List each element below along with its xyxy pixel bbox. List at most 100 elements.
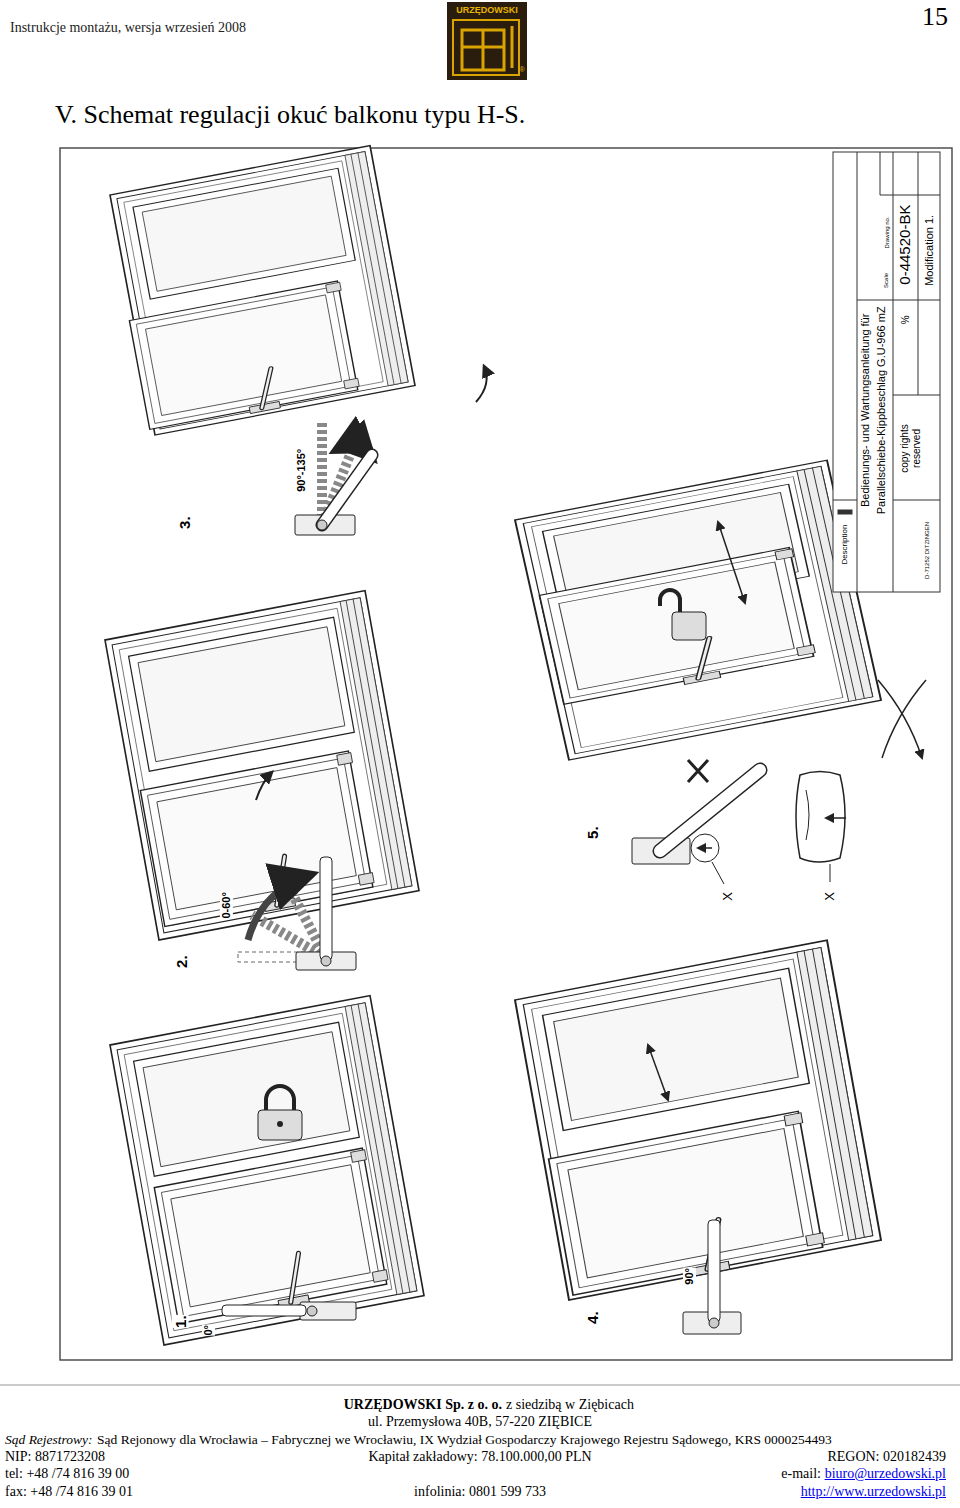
handle-symbol-part <box>317 520 327 530</box>
logo-mark: ® <box>519 66 524 74</box>
company-logo-part <box>462 30 504 70</box>
handle-symbol <box>222 1302 356 1320</box>
window-tilt-part <box>140 751 375 931</box>
handle-symbol <box>238 857 356 970</box>
footer-text: ul. Przemysłowa 40B, 57-220 ZIĘBICE <box>368 1414 592 1430</box>
handle-symbol-part <box>320 857 332 960</box>
window-slid-part <box>672 612 706 640</box>
title-block-part <box>857 152 858 592</box>
title-block-text: Bedienungs- und Wartungsanleitung für <box>860 313 873 506</box>
window-slide <box>515 940 881 1300</box>
window-tilt-open-part <box>129 281 360 433</box>
footer-text: fax: +48 /74 816 39 01 <box>5 1484 133 1500</box>
title-block-text: Parallelschiebe-Kippbeschlag G.U-966 mZ <box>875 306 888 514</box>
step-number: 4. <box>583 1312 600 1325</box>
footer-text: NIP: 8871723208 <box>5 1449 105 1465</box>
window-slid-part <box>882 680 926 758</box>
window-closed-part <box>277 1121 283 1127</box>
detail-callout: X <box>823 892 838 901</box>
window-closed-part <box>258 1110 302 1140</box>
company-logo-part <box>447 2 527 80</box>
title-block-text: D-71252 DITZINGEN <box>925 521 932 578</box>
company-logo <box>447 2 527 80</box>
handle-symbol-part <box>307 1306 317 1316</box>
window-tilt-part <box>256 772 272 800</box>
footer-text: e-mail: <box>781 1466 821 1482</box>
handle-symbol-part <box>300 1302 356 1320</box>
title-block-part <box>833 500 857 501</box>
title-block-text: Description <box>840 525 849 565</box>
title-block-part <box>893 500 940 501</box>
step-number: 2. <box>172 956 189 969</box>
window-slid-part <box>718 522 745 603</box>
footer-text: Kapitał zakładowy: 78.100.000,00 PLN <box>368 1449 591 1465</box>
company-name: URZĘDOWSKI Sp. z o. o. <box>344 1397 502 1413</box>
window-closed-part <box>266 1086 294 1110</box>
angle-label: 0° <box>202 1325 215 1336</box>
handle-symbol-part <box>248 875 310 940</box>
footer-text: Sąd Rejestrowy: <box>5 1432 93 1448</box>
handle-symbol-part <box>322 455 372 525</box>
handle-symbol <box>295 420 372 535</box>
drawing-number: 0-44520-BK <box>896 205 913 285</box>
handle-symbol <box>632 760 846 884</box>
window-slid-part <box>660 590 680 612</box>
window-slide-part <box>549 1111 826 1299</box>
window-slid-part <box>878 680 922 758</box>
angle-label: 0-60° <box>220 892 233 918</box>
footer-text: Sąd Rejonowy dla Wrocławia – Fabrycznej … <box>97 1432 832 1448</box>
step-number: 1. <box>171 1316 188 1329</box>
window-closed-part <box>110 996 424 1345</box>
title-block-part <box>893 300 940 301</box>
title-block-text: Scale <box>884 272 891 287</box>
handle-symbol-part <box>806 790 809 840</box>
footer-text: tel: +48 /74 816 39 00 <box>5 1466 129 1482</box>
detail-callout: X <box>721 892 736 901</box>
handle-symbol-part <box>322 455 372 525</box>
window-closed-part <box>154 1148 389 1328</box>
window-slid-part <box>515 460 881 760</box>
handle-symbol-part <box>712 862 724 884</box>
handle-symbol-part <box>826 817 846 819</box>
title-block-part <box>857 300 893 301</box>
title-block-part <box>880 195 940 196</box>
window-tilt <box>105 591 419 940</box>
title-block-part <box>893 152 894 592</box>
handle-symbol-part <box>708 1220 720 1322</box>
title-block-text: % <box>899 316 911 325</box>
title-block <box>833 152 940 592</box>
title-block-text: Modification 1. <box>923 215 936 286</box>
handle-symbol-part <box>698 847 712 849</box>
logo-text: URZĘDOWSKI <box>456 5 518 15</box>
handle-symbol-part <box>796 772 845 863</box>
handle-symbol-part <box>222 1305 306 1316</box>
window-slide-part <box>515 940 881 1300</box>
page-title: V. Schemat regulacji okuć balkonu typu H… <box>55 100 525 130</box>
footer-text: z siedzibą w Ziębicach <box>506 1397 634 1413</box>
window-closed <box>110 996 424 1345</box>
title-block-part <box>838 510 852 514</box>
title-block-part <box>880 152 881 195</box>
footer-text: REGON: 020182439 <box>827 1449 946 1465</box>
company-logo-part <box>453 20 519 75</box>
handle-symbol-part <box>691 834 719 862</box>
handle-symbol-part <box>709 1318 719 1328</box>
title-block-part <box>833 152 940 592</box>
company-logo-part <box>482 30 485 70</box>
window-slide-part <box>648 1045 668 1100</box>
title-block-text: copy rights reserved <box>899 418 922 478</box>
web-link: http://www.urzedowski.pl <box>801 1484 946 1500</box>
company-logo-part <box>462 46 504 49</box>
page-number: 15 <box>922 2 948 32</box>
handle-symbol <box>683 1220 741 1334</box>
email-link: biuro@urzedowski.pl <box>825 1466 946 1482</box>
step-number: 3. <box>175 517 192 530</box>
handle-symbol-part <box>688 760 708 782</box>
footer-rule <box>0 1385 960 1386</box>
angle-label: 90°-135° <box>296 448 309 491</box>
title-block-text: Drawing no. <box>884 216 891 248</box>
angle-label: 90° <box>683 1268 696 1285</box>
title-block-part <box>893 395 940 396</box>
window-tilt-open-part <box>476 366 487 402</box>
